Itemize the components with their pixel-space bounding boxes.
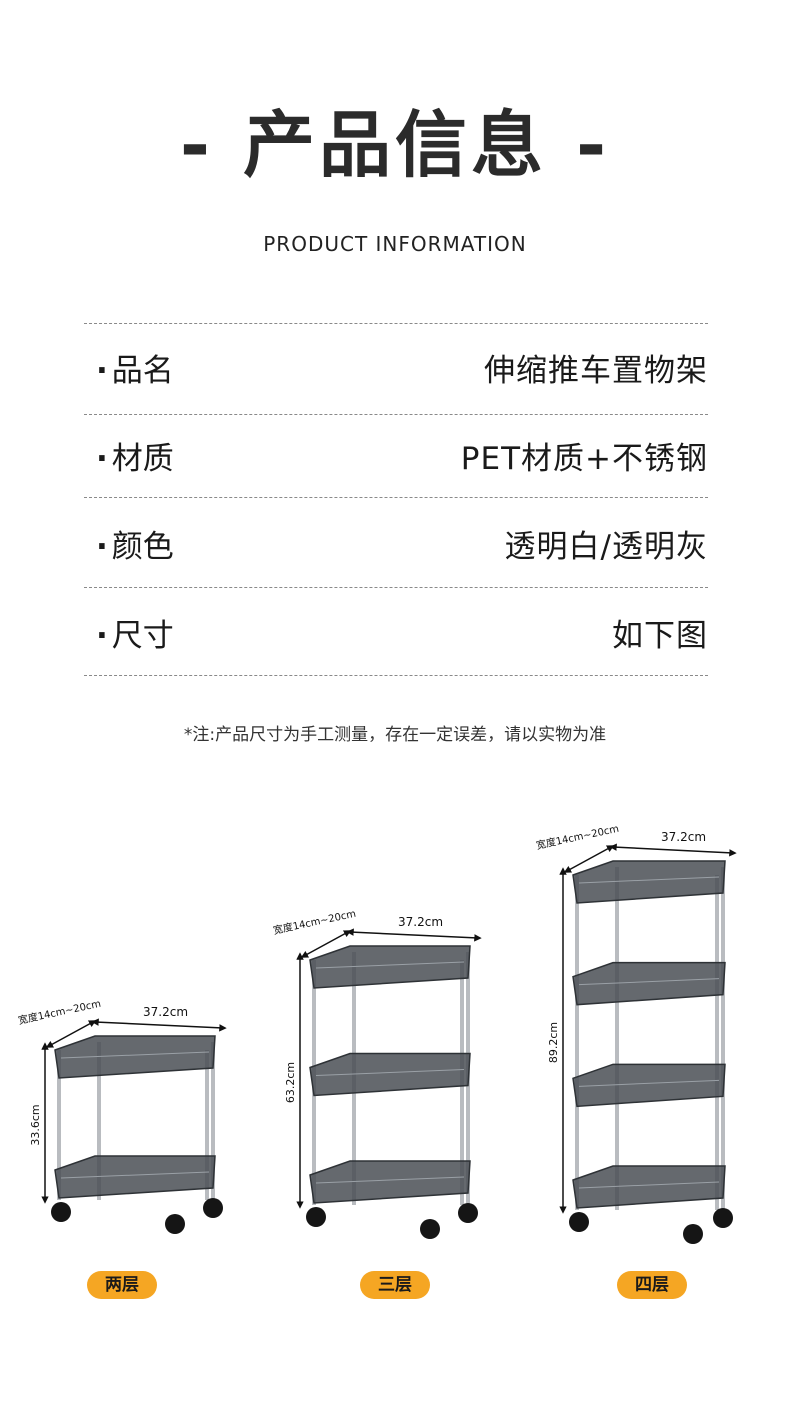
- cart-shelf: [572, 961, 726, 1006]
- length-label: 37.2cm: [661, 830, 706, 844]
- cart-wheel: [420, 1219, 440, 1239]
- shelf-highlight: [60, 1051, 210, 1059]
- cart-diagrams: 37.2cm 宽度14cm~20cm 33.6cm 37.2cm 宽度14cm~20cm…: [17, 822, 737, 1244]
- divider: [84, 675, 708, 676]
- bullet-dot: ·: [96, 618, 108, 654]
- divider: [84, 414, 708, 415]
- cart-shelf: [572, 1063, 726, 1108]
- shelf-highlight: [60, 1171, 210, 1179]
- variant-badge-2-tier: 两层: [87, 1271, 157, 1299]
- spec-row-material: ·材质 PET材质+不锈钢: [84, 434, 708, 484]
- spec-label: 材质: [111, 441, 174, 477]
- shelf-highlight: [578, 876, 720, 884]
- cart-shelf: [572, 1165, 726, 1209]
- shelf-highlight: [578, 1181, 720, 1189]
- spec-row-size: ·尺寸 如下图: [84, 611, 708, 661]
- cart-wheel: [458, 1203, 478, 1223]
- divider: [84, 587, 708, 588]
- height-label: 89.2cm: [547, 1022, 560, 1063]
- bullet-dot: ·: [96, 529, 108, 565]
- page-subtitle: PRODUCT INFORMATION: [263, 232, 527, 256]
- cart-2-tier: 37.2cm 宽度14cm~20cm 33.6cm: [17, 997, 227, 1234]
- width-arrow: [300, 930, 352, 958]
- spec-label: 尺寸: [111, 618, 174, 654]
- length-arrow: [609, 843, 737, 857]
- cart-wheel: [569, 1212, 589, 1232]
- page-title: - 产品信息 -: [180, 103, 610, 187]
- length-label: 37.2cm: [143, 1005, 188, 1019]
- width-arrow: [563, 845, 615, 873]
- bullet-dot: ·: [96, 353, 108, 389]
- spec-value: PET材质+不锈钢: [460, 441, 708, 477]
- measurement-note: *注:产品尺寸为手工测量，存在一定误差，请以实物为准: [183, 725, 607, 745]
- length-arrow: [91, 1018, 227, 1032]
- divider: [84, 497, 708, 498]
- variant-badge-4-tier: 四层: [617, 1271, 687, 1299]
- height-label: 33.6cm: [29, 1104, 42, 1145]
- shelf-highlight: [578, 978, 720, 986]
- variant-badge-3-tier: 三层: [360, 1271, 430, 1299]
- cart-shelf: [309, 1160, 471, 1204]
- height-label: 63.2cm: [284, 1062, 297, 1103]
- length-arrow: [346, 928, 482, 942]
- bullet-dot: ·: [96, 441, 108, 477]
- cart-shelf: [54, 1155, 216, 1199]
- spec-row-name: ·品名 伸缩推车置物架: [84, 346, 708, 396]
- cart-4-tier: 37.2cm 宽度14cm~20cm 89.2cm: [535, 822, 737, 1244]
- width-label: 宽度14cm~20cm: [272, 907, 357, 937]
- cart-wheel: [165, 1214, 185, 1234]
- spec-row-color: ·颜色 透明白/透明灰: [84, 522, 708, 572]
- cart-shelf: [309, 1052, 471, 1097]
- cart-wheel: [203, 1198, 223, 1218]
- divider: [84, 323, 708, 324]
- cart-wheel: [306, 1207, 326, 1227]
- shelf-highlight: [578, 1079, 720, 1087]
- cart-3-tier: 37.2cm 宽度14cm~20cm 63.2cm: [272, 907, 482, 1239]
- shelf-highlight: [315, 961, 465, 969]
- width-label: 宽度14cm~20cm: [17, 997, 102, 1027]
- cart-wheel: [683, 1224, 703, 1244]
- width-arrow: [45, 1020, 97, 1048]
- cart-wheel: [713, 1208, 733, 1228]
- spec-value: 如下图: [612, 618, 708, 654]
- spec-label: 颜色: [111, 529, 174, 565]
- spec-value: 伸缩推车置物架: [484, 353, 708, 389]
- width-label: 宽度14cm~20cm: [535, 822, 620, 852]
- cart-wheel: [51, 1202, 71, 1222]
- shelf-highlight: [315, 1069, 465, 1076]
- shelf-highlight: [315, 1176, 465, 1184]
- spec-value: 透明白/透明灰: [504, 529, 708, 565]
- spec-label: 品名: [111, 353, 174, 389]
- length-label: 37.2cm: [398, 915, 443, 929]
